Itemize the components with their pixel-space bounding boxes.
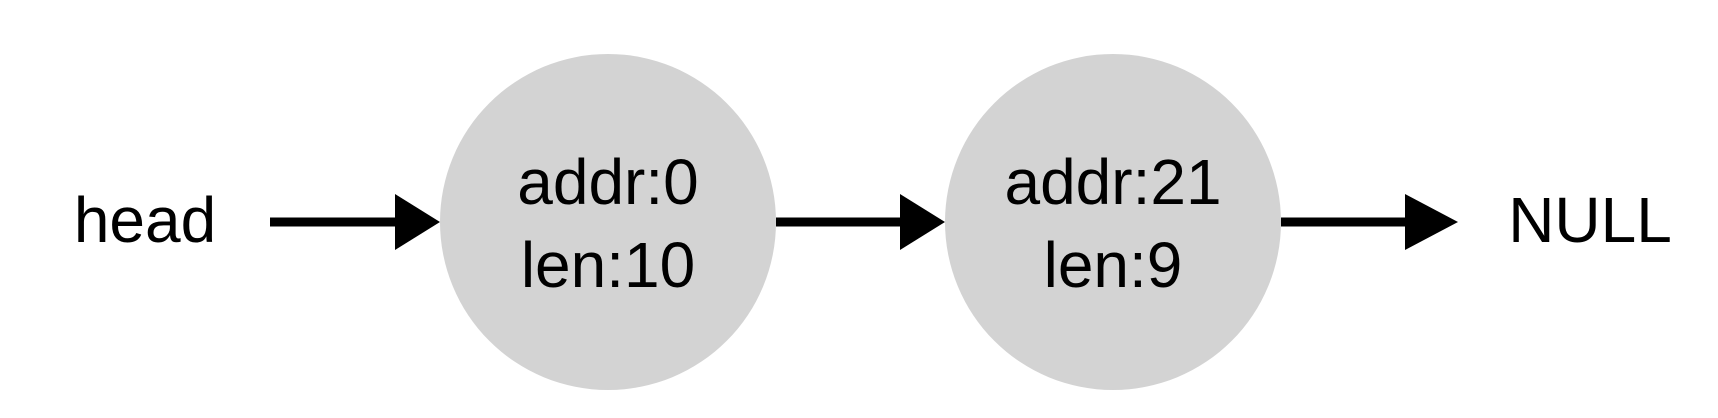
edge-node-0-to-node-1 <box>776 194 945 250</box>
node-circle <box>440 54 776 390</box>
node-len-label: len:9 <box>1044 229 1183 301</box>
node-addr-label: addr:21 <box>1004 146 1221 218</box>
list-node: addr:21 len:9 <box>945 54 1281 390</box>
node-len-label: len:10 <box>521 229 695 301</box>
null-label: NULL <box>1508 184 1672 256</box>
list-node: addr:0 len:10 <box>440 54 776 390</box>
edge-head-to-node-0 <box>270 194 440 250</box>
head-label: head <box>74 184 216 256</box>
node-circle <box>945 54 1281 390</box>
node-addr-label: addr:0 <box>517 146 698 218</box>
edge-node-1-to-null <box>1281 194 1458 250</box>
